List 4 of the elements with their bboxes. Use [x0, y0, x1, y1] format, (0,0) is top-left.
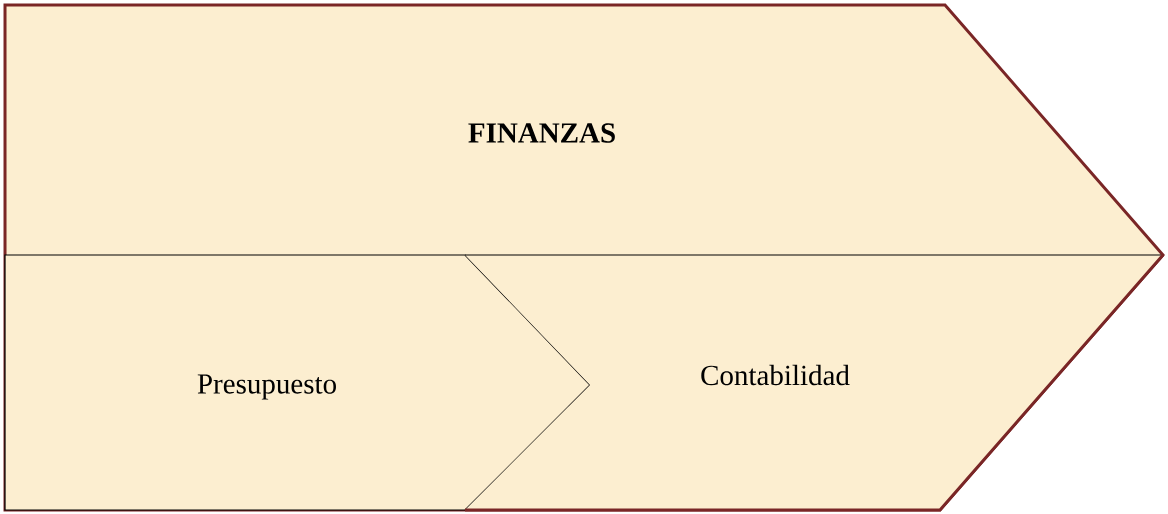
chevron-box: Presupuesto: [4, 254, 591, 511]
node-label: Contabilidad: [701, 364, 850, 386]
chevron-box: Contabilidad: [464, 254, 1165, 512]
node-label: Presupuesto: [197, 374, 336, 400]
